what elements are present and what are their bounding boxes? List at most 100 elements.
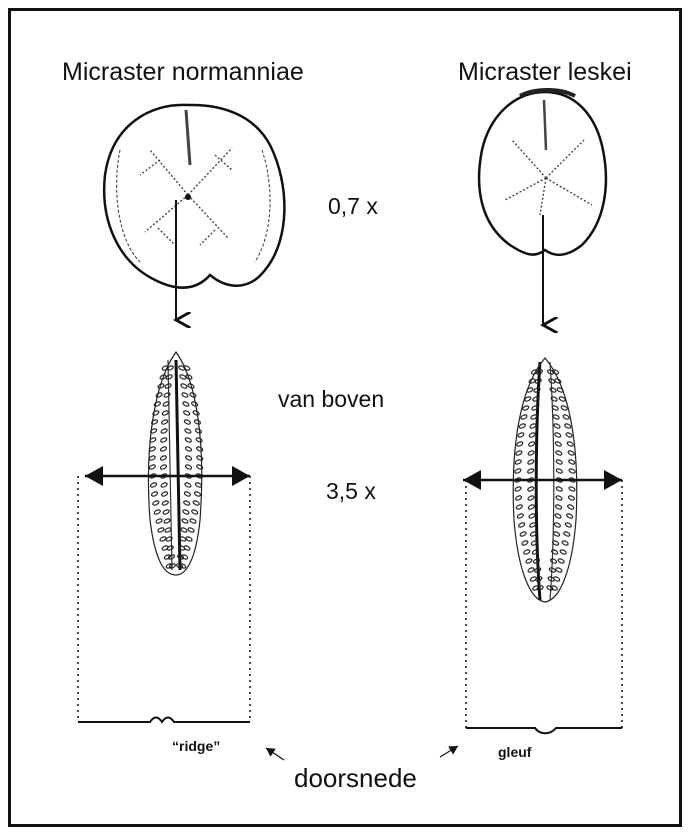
pore-mark	[185, 437, 192, 443]
pore-mark	[149, 455, 156, 461]
pore-mark	[195, 482, 202, 488]
pore-mark	[563, 531, 570, 537]
pore-mark	[523, 549, 530, 555]
right-projection-lines	[466, 480, 622, 728]
pore-mark	[151, 491, 158, 497]
pore-mark	[189, 392, 196, 398]
pore-mark	[184, 482, 191, 488]
pore-mark	[154, 509, 161, 515]
pore-mark	[568, 495, 575, 501]
pore-mark	[515, 459, 522, 465]
pore-mark	[549, 387, 556, 393]
pore-mark	[182, 401, 189, 407]
view-label: van boven	[278, 386, 384, 413]
pore-mark	[161, 419, 168, 425]
right-cross-section-profile	[466, 728, 622, 733]
pore-mark	[160, 482, 167, 488]
left-cross-section-profile	[78, 718, 250, 723]
pore-mark	[196, 446, 203, 452]
pore-mark	[515, 495, 522, 501]
pore-mark	[163, 518, 170, 524]
pore-mark	[527, 495, 534, 501]
pore-mark	[555, 441, 562, 447]
pore-mark	[184, 419, 191, 425]
left-urchin-test	[104, 105, 284, 288]
pore-mark	[191, 509, 198, 515]
pore-mark	[555, 495, 562, 501]
pore-mark	[519, 423, 526, 429]
pore-mark	[194, 419, 201, 425]
pore-mark	[185, 446, 192, 452]
pore-mark	[183, 500, 190, 506]
pore-mark	[557, 558, 564, 564]
pore-mark	[151, 419, 158, 425]
left-ambulacrum	[148, 352, 203, 575]
pore-mark	[183, 410, 190, 416]
pore-mark	[157, 527, 164, 533]
pore-mark	[196, 437, 203, 443]
pore-mark	[516, 441, 523, 447]
pore-mark	[187, 527, 194, 533]
pore-mark	[160, 455, 167, 461]
pore-mark	[528, 504, 535, 510]
pore-mark	[527, 450, 534, 456]
pore-mark	[556, 459, 563, 465]
pore-mark	[555, 450, 562, 456]
pore-mark	[550, 558, 557, 564]
pore-mark	[567, 450, 574, 456]
scale-large-label: 3,5 x	[326, 478, 376, 505]
pore-mark	[514, 468, 521, 474]
pore-mark	[527, 486, 534, 492]
pore-mark	[181, 518, 188, 524]
pore-mark	[555, 567, 562, 573]
pore-mark	[162, 509, 169, 515]
pore-mark	[193, 500, 200, 506]
pore-mark	[152, 410, 159, 416]
pore-mark	[555, 504, 562, 510]
pore-mark	[553, 423, 560, 429]
pore-mark	[568, 486, 575, 492]
pore-mark	[160, 446, 167, 452]
left-species-name: Micraster normanniae	[62, 58, 304, 87]
pore-mark	[518, 522, 525, 528]
pore-mark	[150, 482, 157, 488]
pore-mark	[162, 500, 169, 506]
pore-mark	[556, 486, 563, 492]
right-species-name: Micraster leskei	[458, 58, 632, 87]
right-profile-label: gleuf	[498, 744, 531, 760]
pore-mark	[564, 423, 571, 429]
pore-mark	[161, 491, 168, 497]
pore-mark	[527, 459, 534, 465]
pore-mark	[515, 450, 522, 456]
pore-mark	[568, 459, 575, 465]
pore-mark	[182, 509, 189, 515]
pore-mark	[184, 491, 191, 497]
pore-mark	[520, 414, 527, 420]
pore-mark	[196, 455, 203, 461]
pore-mark	[191, 401, 198, 407]
pore-mark	[528, 441, 535, 447]
pore-mark	[566, 513, 573, 519]
pore-mark	[163, 392, 170, 398]
pore-mark	[552, 414, 559, 420]
pore-mark	[185, 536, 192, 542]
pore-mark	[561, 405, 568, 411]
pore-mark	[561, 540, 568, 546]
pore-mark	[162, 410, 169, 416]
pore-mark	[521, 540, 528, 546]
pore-mark	[560, 549, 567, 555]
pore-mark	[554, 522, 561, 528]
pore-mark	[519, 531, 526, 537]
left-projection-lines	[78, 476, 250, 722]
pore-mark	[154, 401, 161, 407]
pore-mark	[516, 504, 523, 510]
pore-mark	[189, 518, 196, 524]
pore-mark	[567, 441, 574, 447]
right-pointer-arrow	[440, 746, 458, 757]
pore-mark	[517, 432, 524, 438]
left-profile-label: “ridge”	[172, 738, 220, 754]
pore-mark	[192, 410, 199, 416]
pore-mark	[194, 491, 201, 497]
pore-mark	[180, 383, 187, 389]
